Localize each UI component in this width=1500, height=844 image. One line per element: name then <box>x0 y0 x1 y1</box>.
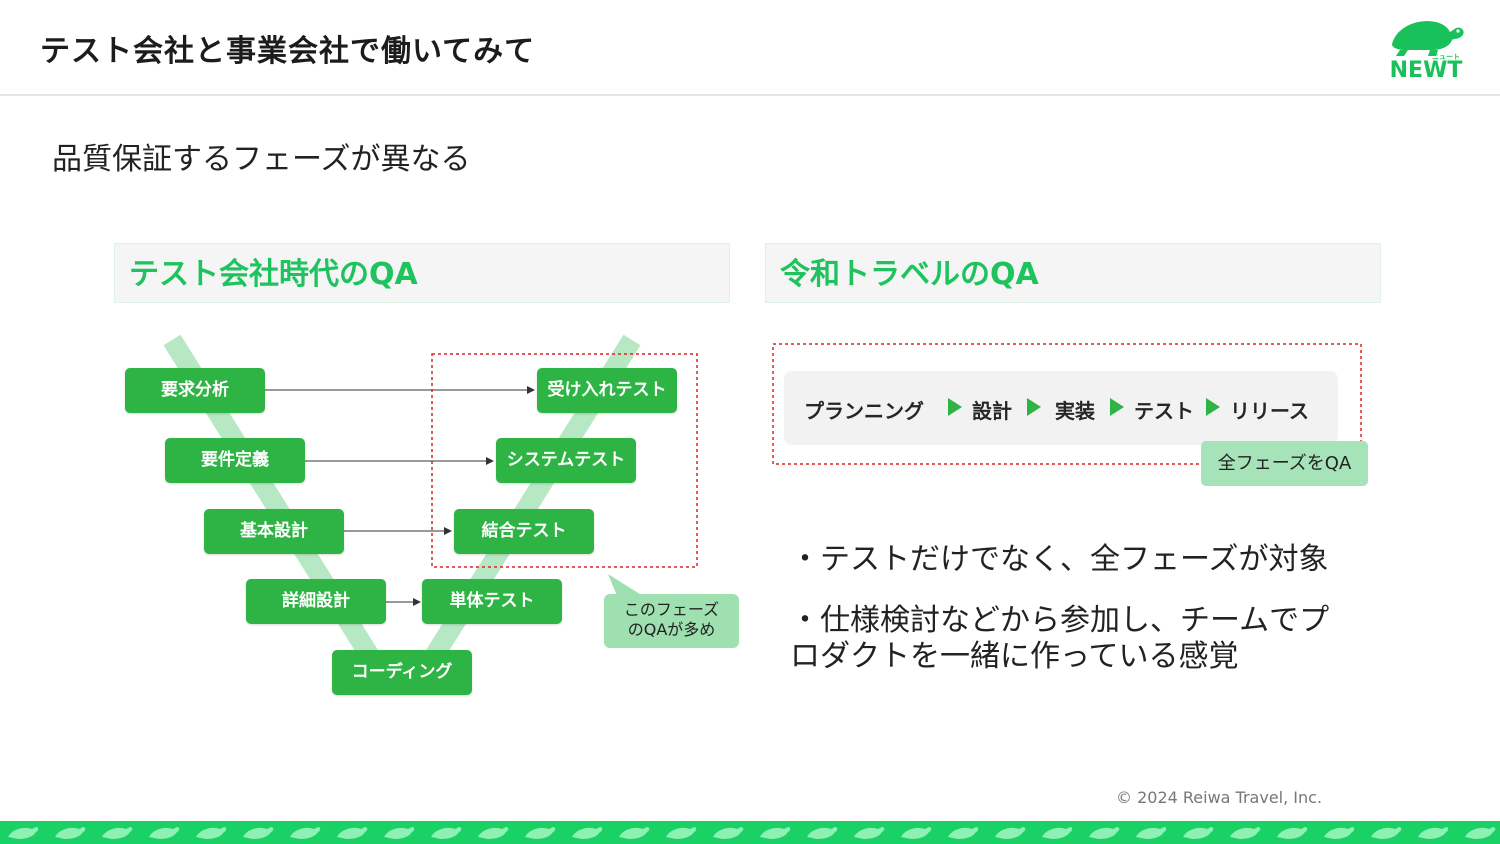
turtle-pattern-icon <box>149 827 180 839</box>
turtle-pattern-icon <box>995 827 1026 839</box>
turtle-pattern-icon <box>901 827 932 839</box>
phase-flow-bar <box>784 371 1338 445</box>
turtle-pattern-icon <box>384 827 415 839</box>
play-arrow-icon <box>1110 398 1124 416</box>
play-arrow-icon <box>1206 398 1220 416</box>
play-arrow-icon <box>1027 398 1041 416</box>
callout-line: このフェーズ <box>623 600 720 619</box>
turtle-logo-icon <box>1392 21 1464 56</box>
play-arrow-icon <box>948 398 962 416</box>
all-phase-qa-callout: 全フェーズをQA <box>1201 441 1368 486</box>
node-coding: コーディング <box>332 650 472 695</box>
left-panel-heading: テスト会社時代のQA <box>114 243 730 303</box>
node-integration-test: 結合テスト <box>454 509 594 554</box>
newt-logo: ニュート NEWT <box>1386 14 1466 83</box>
bullet-line: ロダクトを一緒に作っている感覚 <box>790 639 1239 674</box>
turtle-pattern-icon <box>1230 827 1261 839</box>
turtle-pattern-icon <box>1371 827 1402 839</box>
flow-step-implementation: 実装 <box>1055 399 1095 423</box>
right-panel-heading: 令和トラベルのQA <box>765 243 1381 303</box>
bullet-point: ・テストだけでなく、全フェーズが対象 <box>790 542 1329 577</box>
node-basic-design: 基本設計 <box>204 509 344 554</box>
turtle-pattern-icon <box>1324 827 1355 839</box>
qa-focus-callout: このフェーズ のQAが多め <box>604 594 739 648</box>
turtle-pattern-icon <box>431 827 462 839</box>
turtle-pattern-icon <box>1277 827 1308 839</box>
logo-wordmark: NEWT <box>1389 58 1463 83</box>
turtle-pattern-icon <box>807 827 838 839</box>
turtle-pattern-icon <box>525 827 556 839</box>
turtle-pattern-icon <box>196 827 227 839</box>
flow-step-test: テスト <box>1134 399 1194 423</box>
turtle-pattern-icon <box>8 827 39 839</box>
turtle-pattern-icon <box>290 827 321 839</box>
turtle-pattern-icon <box>102 827 133 839</box>
turtle-pattern-icon <box>337 827 368 839</box>
node-acceptance-test: 受け入れテスト <box>537 368 677 413</box>
node-detailed-design: 詳細設計 <box>246 579 386 624</box>
turtle-pattern-icon <box>8 827 1496 839</box>
turtle-pattern-icon <box>55 827 86 839</box>
turtle-pattern-icon <box>1042 827 1073 839</box>
turtle-pattern-icon <box>478 827 509 839</box>
turtle-pattern-icon <box>1465 827 1496 839</box>
node-requirements-definition: 要件定義 <box>165 438 305 483</box>
node-unit-test: 単体テスト <box>422 579 562 624</box>
turtle-pattern-icon <box>1136 827 1167 839</box>
turtle-pattern-icon <box>760 827 791 839</box>
turtle-pattern-icon <box>666 827 697 839</box>
bullet-point: ・仕様検討などから参加し、チームでプ ロダクトを一緒に作っている感覚 <box>790 603 1329 675</box>
slide-subtitle: 品質保証するフェーズが異なる <box>52 142 471 177</box>
turtle-pattern-icon <box>1089 827 1120 839</box>
turtle-pattern-icon <box>243 827 274 839</box>
flow-step-design: 設計 <box>972 399 1012 423</box>
copyright-text: © 2024 Reiwa Travel, Inc. <box>1116 788 1323 807</box>
turtle-pattern-icon <box>948 827 979 839</box>
flow-step-release: リリース <box>1230 399 1309 423</box>
node-system-test: システムテスト <box>496 438 636 483</box>
turtle-pattern-icon <box>713 827 744 839</box>
turtle-pattern-icon <box>572 827 603 839</box>
turtle-pattern-icon <box>619 827 650 839</box>
bullet-line: ・仕様検討などから参加し、チームでプ <box>790 603 1330 638</box>
footer-band <box>0 821 1500 844</box>
turtle-pattern-icon <box>1183 827 1214 839</box>
node-requirements-analysis: 要求分析 <box>125 368 265 413</box>
turtle-pattern-icon <box>854 827 885 839</box>
callout-line: のQAが多め <box>627 620 716 639</box>
flow-step-planning: プランニング <box>804 399 924 423</box>
turtle-pattern-icon <box>1418 827 1449 839</box>
header-divider <box>0 94 1500 96</box>
slide-title: テスト会社と事業会社で働いてみて <box>40 34 536 69</box>
logo-subtext: ニュート <box>1432 53 1460 61</box>
